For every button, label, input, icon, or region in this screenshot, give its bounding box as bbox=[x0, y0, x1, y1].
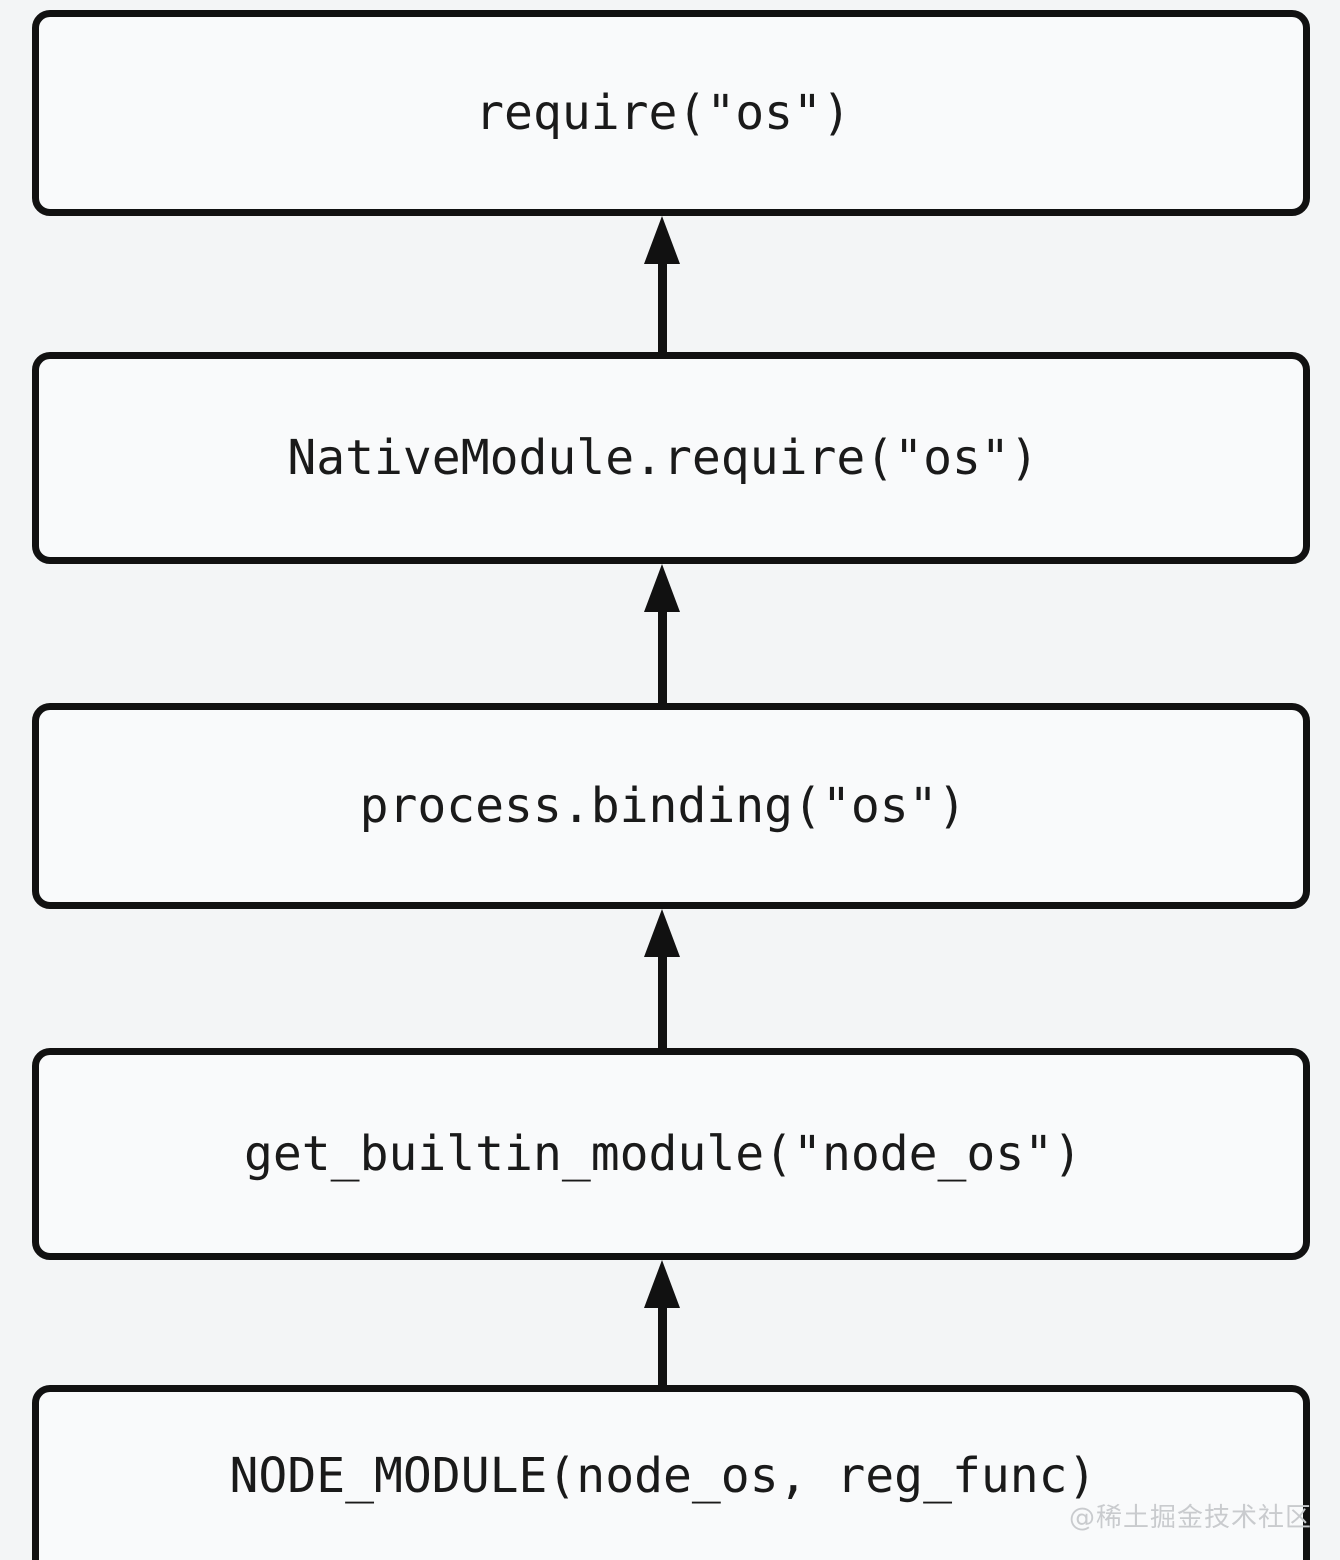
arrow-head-icon bbox=[644, 1260, 680, 1308]
arrow-head-icon bbox=[644, 216, 680, 264]
flow-node-node-module-macro-label: NODE_MODULE(node_os, reg_func) bbox=[229, 1448, 1097, 1504]
flow-node-process-binding: process.binding("os") bbox=[32, 703, 1310, 909]
arrow-up-icon bbox=[640, 216, 684, 352]
flow-node-process-binding-label: process.binding("os") bbox=[359, 778, 967, 834]
flow-node-node-module-macro: NODE_MODULE(node_os, reg_func) bbox=[32, 1385, 1310, 1560]
watermark-text: @稀土掘金技术社区 bbox=[1068, 1503, 1312, 1533]
arrow-up-icon bbox=[640, 564, 684, 703]
arrow-stem bbox=[657, 264, 667, 352]
flow-node-nativemodule-require: NativeModule.require("os") bbox=[32, 352, 1310, 564]
flow-node-get-builtin-module: get_builtin_module("node_os") bbox=[32, 1048, 1310, 1260]
arrow-up-icon bbox=[640, 909, 684, 1048]
flow-node-nativemodule-require-label: NativeModule.require("os") bbox=[287, 430, 1039, 486]
flow-node-require-label: require("os") bbox=[475, 85, 851, 141]
arrow-stem bbox=[657, 957, 667, 1048]
flow-node-get-builtin-module-label: get_builtin_module("node_os") bbox=[243, 1126, 1083, 1182]
arrow-head-icon bbox=[644, 564, 680, 612]
arrow-stem bbox=[657, 612, 667, 703]
arrow-head-icon bbox=[644, 909, 680, 957]
flow-node-require: require("os") bbox=[32, 10, 1310, 216]
arrow-up-icon bbox=[640, 1260, 684, 1385]
arrow-stem bbox=[657, 1308, 667, 1385]
